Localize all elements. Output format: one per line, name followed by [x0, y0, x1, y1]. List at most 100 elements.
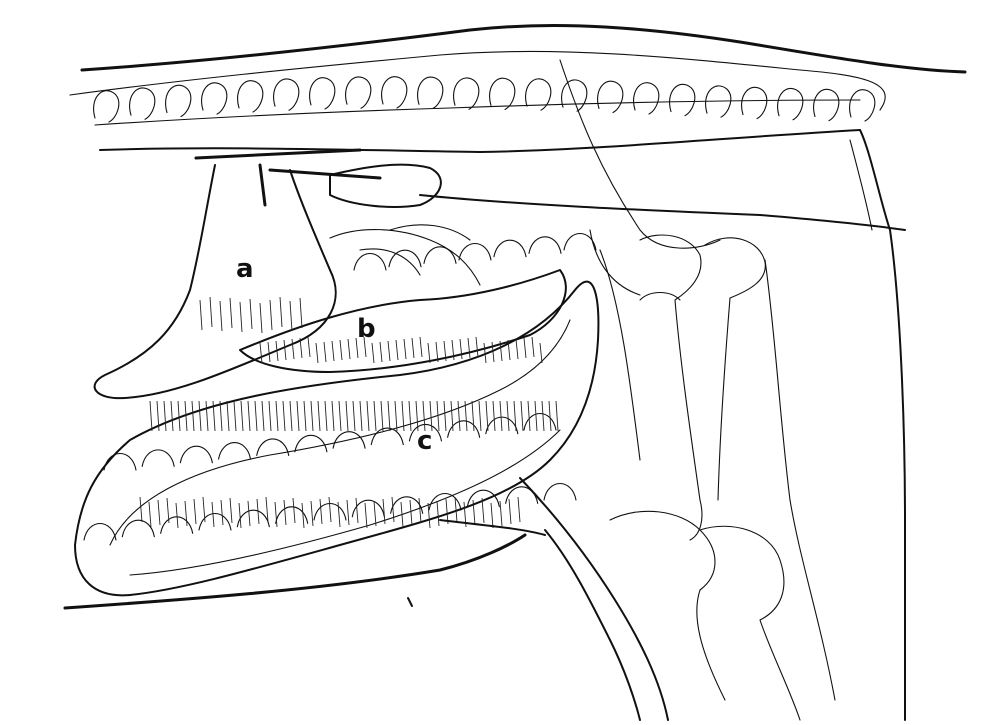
dorsal-outline: [80, 24, 967, 74]
hatch-line: [427, 502, 431, 529]
hatch-line: [301, 502, 305, 529]
hatch-line: [445, 498, 449, 525]
hatch-line: [520, 400, 524, 432]
ureter-lines: [194, 148, 382, 207]
organ-c-outline: [74, 280, 600, 597]
hatch-line: [382, 498, 386, 525]
vertebra: [705, 85, 732, 118]
coil-bump: [103, 453, 137, 471]
hatch-line: [331, 400, 335, 432]
hatch-line: [229, 297, 233, 329]
coil-bump: [256, 438, 290, 457]
vertebra: [633, 82, 660, 115]
hatch-line: [436, 400, 440, 432]
hatch-line: [337, 501, 341, 528]
coil-bump: [563, 233, 597, 251]
hatch-line: [454, 496, 458, 523]
hatch-line: [548, 400, 552, 432]
hatch-line: [355, 337, 359, 359]
hatch-line: [475, 336, 479, 358]
coil-bump: [275, 506, 309, 524]
hatch-line: [249, 298, 253, 330]
hatch-line: [485, 400, 489, 432]
hatch-line: [254, 400, 258, 432]
hatch-line: [149, 400, 153, 432]
hatch-line: [269, 299, 273, 331]
shading-hatching: [139, 296, 559, 529]
organ-b-outline: [239, 269, 567, 373]
hatch-line: [373, 500, 377, 527]
hatch-line: [539, 342, 543, 364]
hatch-line: [534, 400, 538, 432]
hatch-line: [347, 338, 351, 360]
hatch-line: [371, 342, 375, 364]
vertebra: [489, 77, 516, 111]
hatch-line: [515, 338, 519, 360]
hatch-line: [435, 341, 439, 363]
hatch-line: [219, 300, 223, 332]
hatch-line: [331, 340, 335, 362]
hatch-line: [507, 339, 511, 361]
hatch-line: [211, 501, 215, 528]
intestine-coils: [83, 233, 597, 541]
organ-a-outline: [93, 164, 337, 400]
coil-bump: [370, 427, 404, 446]
hatch-line: [226, 400, 230, 432]
hatch-line: [175, 502, 179, 529]
kidney-outline: [329, 163, 442, 208]
hatch-line: [240, 400, 244, 432]
hatch-line: [467, 337, 471, 359]
hatch-line: [379, 341, 383, 363]
hatch-line: [450, 400, 454, 432]
hatch-line: [355, 497, 359, 524]
hatch-line: [229, 497, 233, 524]
hatch-line: [193, 498, 197, 525]
hatch-line: [317, 400, 321, 432]
hatch-line: [307, 336, 311, 358]
hatch-line: [292, 497, 296, 524]
vertebra: [93, 90, 120, 123]
hatch-line: [259, 342, 263, 364]
hatch-line: [427, 342, 431, 364]
hatch-line: [443, 340, 447, 362]
vertebra: [453, 77, 480, 110]
coil-bump: [313, 503, 347, 521]
hatch-line: [490, 502, 494, 529]
hatch-line: [400, 501, 404, 528]
hatch-line: [419, 336, 423, 358]
hatch-line: [261, 400, 265, 432]
hatch-line: [506, 400, 510, 432]
hatch-line: [275, 340, 279, 362]
vertebra: [597, 80, 624, 114]
hatch-line: [274, 501, 278, 528]
coil-bump: [408, 424, 443, 442]
flank-line: [859, 129, 907, 721]
vertebra: [741, 86, 768, 120]
hatch-line: [373, 400, 377, 432]
spinal-column: [69, 50, 886, 153]
hatch-line: [247, 400, 251, 432]
coil-bump: [121, 519, 155, 538]
coil-bump: [528, 236, 562, 254]
hatch-line: [411, 337, 415, 359]
hatch-line: [394, 400, 398, 432]
hatch-line: [156, 400, 160, 432]
hatch-line: [239, 301, 243, 333]
label-b: b: [357, 314, 376, 344]
hatch-line: [403, 338, 407, 360]
hatch-line: [289, 400, 293, 432]
hatch-line: [459, 338, 463, 360]
coil-bump: [493, 239, 527, 258]
vertebra: [669, 83, 696, 117]
hatch-line: [422, 400, 426, 432]
hatch-line: [345, 400, 349, 432]
hatch-line: [299, 337, 303, 359]
pelvis-outline: [559, 59, 721, 249]
vertebra: [525, 78, 552, 111]
vertebra: [165, 84, 192, 118]
vertebra: [417, 76, 444, 109]
coil-bump: [505, 486, 539, 504]
hatch-line: [296, 400, 300, 432]
hatch-line: [429, 400, 433, 432]
